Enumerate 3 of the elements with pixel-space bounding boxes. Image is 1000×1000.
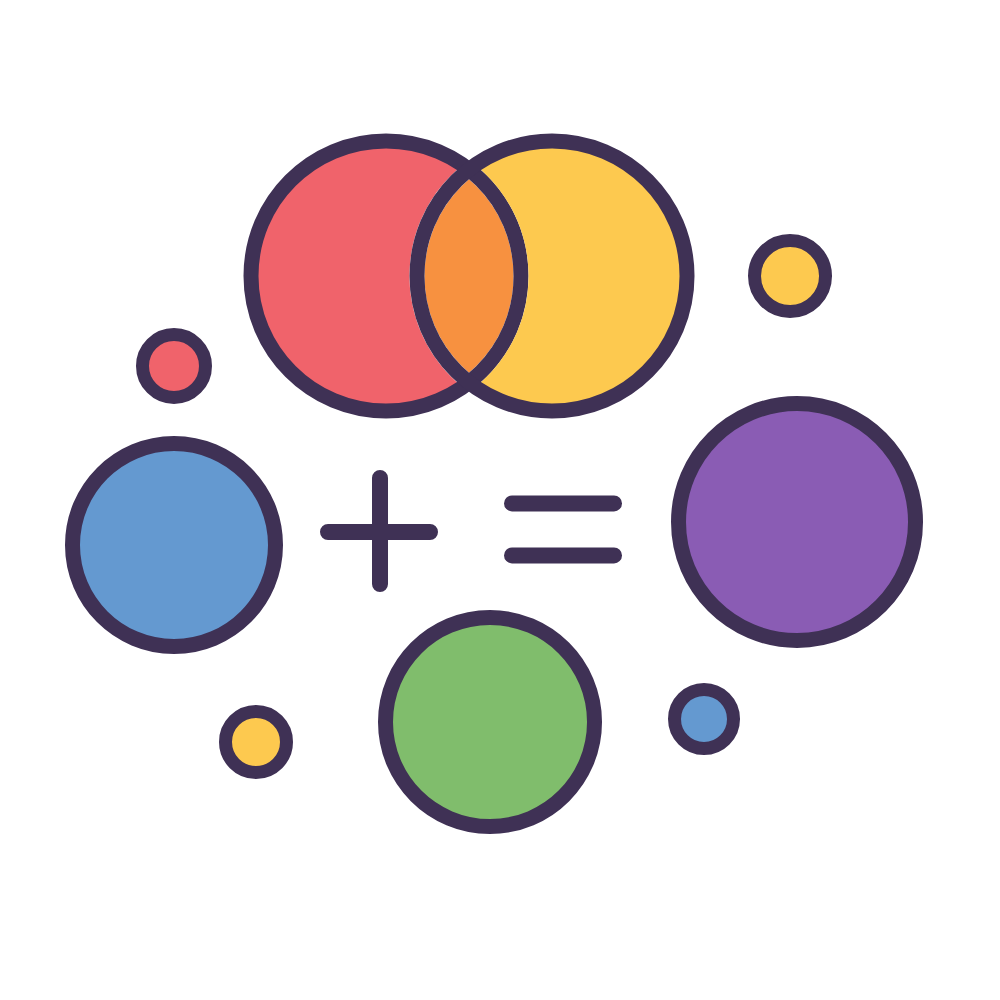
circle [65,436,283,654]
circle [378,610,602,834]
circle [671,396,923,648]
